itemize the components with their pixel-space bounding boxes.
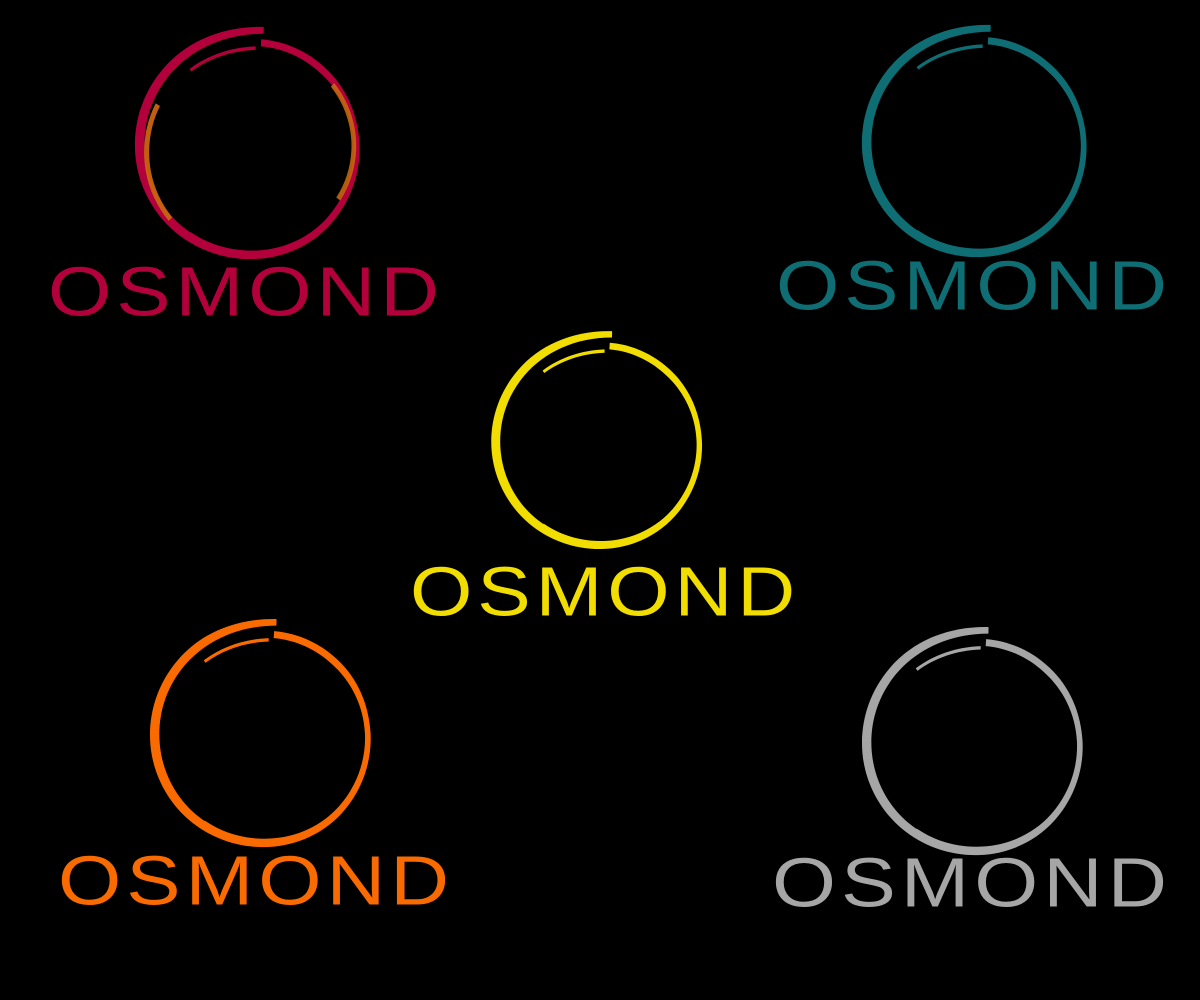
brush-circle-top-hairline xyxy=(203,638,269,663)
brush-circle-inner-wisp xyxy=(189,232,240,253)
brush-circle-bottom-tail xyxy=(191,814,263,846)
wordmark-text-yellow: OSMOND xyxy=(410,551,801,631)
wordmark-text-teal: OSMOND xyxy=(776,245,1172,325)
wordmark-crimson: OSMOND xyxy=(48,256,444,326)
brush-circle-bottom-tail xyxy=(176,225,250,258)
brush-circle-bottom-tail xyxy=(903,822,975,854)
wordmark-orange: OSMOND xyxy=(58,845,454,915)
brush-circle-main-stroke xyxy=(134,26,360,260)
logo-mark-orange xyxy=(149,618,378,848)
brush-circle-top-hairline xyxy=(916,44,983,70)
brush-circle-top-hairline xyxy=(189,46,256,72)
brush-circle-icon xyxy=(861,626,1083,856)
brush-circle-icon xyxy=(134,26,360,260)
brush-circle-top-hairline xyxy=(542,349,605,374)
logo-mark-teal xyxy=(861,24,1094,258)
brush-circle-icon xyxy=(149,618,371,848)
wordmark-teal: OSMOND xyxy=(776,250,1172,320)
brush-circle-inner-wisp xyxy=(916,230,967,251)
wordmark-text-gray: OSMOND xyxy=(772,842,1172,922)
brush-circle-icon xyxy=(491,331,703,550)
brush-circle-main-stroke xyxy=(861,24,1087,258)
wordmark-gray: OSMOND xyxy=(772,847,1172,917)
brush-circle-top-hairline xyxy=(915,646,981,671)
brush-circle-main-stroke xyxy=(149,618,371,848)
brush-circle-accent-edge xyxy=(144,103,173,221)
brush-circle-accent-edge-right xyxy=(330,82,357,201)
logo-mark-yellow xyxy=(491,331,709,550)
logo-mark-gray xyxy=(861,626,1090,856)
brush-circle-icon xyxy=(861,24,1087,258)
brush-circle-inner-wisp xyxy=(542,523,590,543)
logo-mark-crimson xyxy=(134,26,367,260)
brush-circle-main-stroke xyxy=(491,331,703,550)
wordmark-text-orange: OSMOND xyxy=(58,840,454,920)
brush-circle-main-stroke xyxy=(861,626,1083,856)
brush-circle-bottom-tail xyxy=(903,223,977,256)
brush-circle-inner-wisp xyxy=(203,820,254,841)
wordmark-text-crimson: OSMOND xyxy=(48,251,444,331)
brush-circle-bottom-tail xyxy=(530,517,599,548)
wordmark-yellow: OSMOND xyxy=(410,556,800,626)
brush-circle-inner-wisp xyxy=(915,828,966,849)
